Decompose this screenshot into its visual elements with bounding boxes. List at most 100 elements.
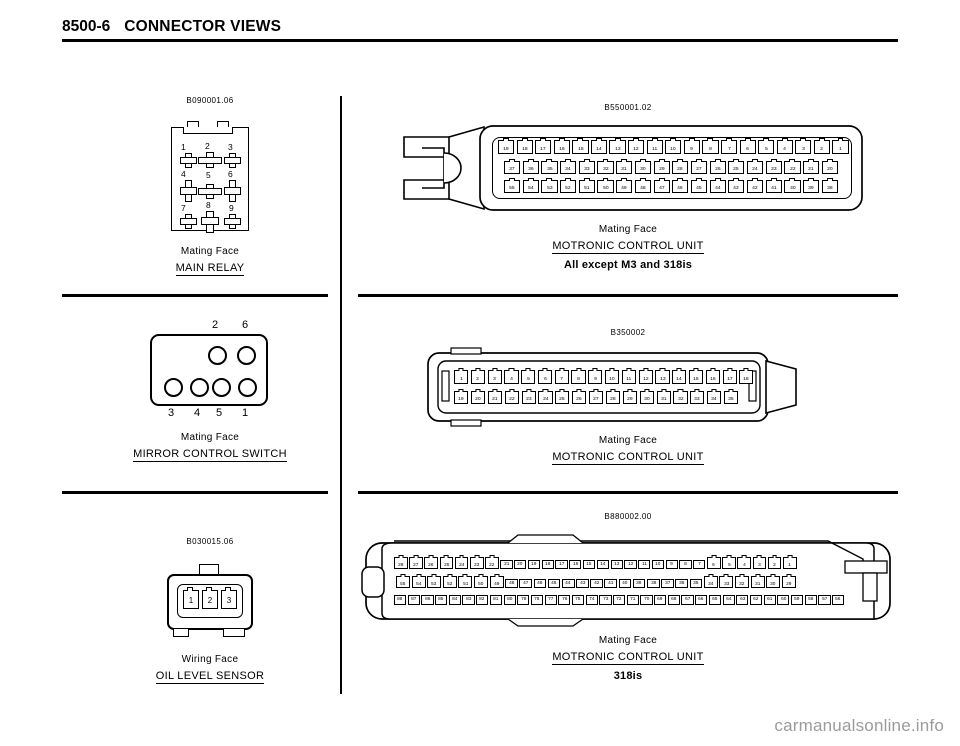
cavity-19: 19	[498, 140, 515, 154]
mirror-pin-4	[190, 378, 209, 397]
cavity-27: 27	[589, 391, 604, 404]
cavity-40: 40	[784, 180, 801, 193]
cavity-6: 6	[739, 140, 756, 154]
cavity-18: 18	[516, 140, 533, 154]
mirror-pin-6	[237, 346, 256, 365]
cavity-66: 66	[695, 595, 708, 605]
cavity-53: 53	[541, 180, 558, 193]
watermark: carmanualsonline.info	[774, 716, 944, 735]
cavity-62: 62	[749, 595, 763, 605]
cavity-39: 39	[803, 180, 820, 193]
cavity-28: 28	[394, 557, 408, 569]
mirror-switch-name: MIRROR CONTROL SWITCH	[133, 448, 287, 462]
connector-main-relay: B090001.06 1 2 3 4 5 6	[120, 96, 300, 276]
cavity-47: 47	[653, 180, 670, 193]
pin-3	[224, 153, 241, 168]
cavity-13: 13	[609, 140, 626, 154]
cavity-41: 41	[765, 180, 782, 193]
cavity-1: 1	[782, 557, 797, 569]
cavity-20: 20	[470, 391, 486, 404]
cavity-82: 82	[476, 595, 489, 605]
pin-5	[198, 184, 222, 199]
cavity-12: 12	[638, 370, 653, 384]
cavity-13: 13	[610, 559, 623, 569]
cavity-67: 67	[681, 595, 694, 605]
cavity-8: 8	[679, 559, 692, 569]
connector-oil-level-sensor: B030015.06 1 2 3 Wiring Face OIL LEVEL S…	[120, 537, 300, 684]
mirror-pin-label-1: 1	[242, 407, 249, 419]
cavity-23: 23	[521, 391, 536, 404]
main-relay-code: B090001.06	[186, 96, 234, 105]
pin-label-3: 3	[228, 142, 233, 152]
cavity-16: 16	[553, 140, 570, 154]
pin-2	[198, 152, 222, 168]
mirror-pin-5	[212, 378, 231, 397]
pin-label-2: 2	[205, 141, 210, 151]
cavity-21: 21	[487, 391, 502, 404]
cavity-56: 56	[832, 595, 845, 605]
cavity-84: 84	[448, 595, 461, 605]
cavity-44: 44	[561, 578, 575, 588]
mirror-switch-face: Mating Face	[180, 432, 240, 443]
mirror-switch-diagram: 2 6 3 4 5 1	[150, 320, 270, 424]
motronic-second-code: B350002	[610, 328, 646, 337]
cavity-9: 9	[683, 140, 700, 154]
cavity-63: 63	[736, 595, 749, 605]
cavity-25: 25	[555, 391, 570, 404]
cavity-28: 28	[605, 391, 621, 404]
cavity-83: 83	[462, 595, 475, 605]
cavity-14: 14	[590, 140, 608, 154]
mirror-pin-2	[208, 346, 227, 365]
cavity-37: 37	[661, 578, 674, 588]
cavity-2: 2	[470, 370, 485, 384]
cavity-26: 26	[572, 391, 587, 404]
oil-sensor-face: Wiring Face	[181, 654, 239, 665]
cavity-23: 23	[765, 161, 782, 174]
pin-4	[180, 180, 197, 202]
cavity-15: 15	[688, 370, 704, 384]
cavity-34: 34	[707, 391, 722, 404]
cavity-16: 16	[569, 559, 582, 569]
cavity-88: 88	[394, 595, 407, 605]
oil-pin-1: 1	[183, 587, 199, 609]
cavity-51: 51	[458, 576, 473, 588]
cavity-80: 80	[503, 595, 516, 605]
motronic-318is-variant: 318is	[613, 670, 643, 682]
cavity-3: 3	[752, 557, 767, 569]
pin-1	[180, 153, 197, 168]
motronic-main-face: Mating Face	[598, 224, 658, 235]
pin-label-8: 8	[206, 200, 211, 210]
cavity-1: 1	[832, 140, 849, 154]
cavity-7: 7	[720, 140, 738, 154]
cavity-24: 24	[538, 391, 553, 404]
cavity-43: 43	[728, 180, 745, 193]
cavity-5: 5	[521, 370, 536, 384]
motronic-second-name: MOTRONIC CONTROL UNIT	[552, 451, 704, 465]
cavity-86: 86	[421, 595, 434, 605]
cavity-21: 21	[500, 559, 513, 569]
cavity-4: 4	[737, 557, 751, 569]
cavity-36: 36	[522, 161, 539, 174]
cavity-12: 12	[624, 559, 637, 569]
pin-8	[201, 211, 219, 233]
cavity-22: 22	[504, 391, 519, 404]
cavity-10: 10	[651, 559, 665, 569]
cavity-55: 55	[396, 576, 410, 588]
cavity-11: 11	[646, 140, 663, 154]
cavity-11: 11	[638, 559, 651, 569]
cavity-71: 71	[626, 595, 639, 605]
cavity-30: 30	[634, 161, 651, 174]
cavity-33: 33	[690, 391, 705, 404]
cavity-30: 30	[639, 391, 654, 404]
cavity-3: 3	[795, 140, 812, 154]
pin-6	[224, 180, 241, 202]
cavity-33: 33	[578, 161, 595, 174]
cavity-18: 18	[541, 559, 554, 569]
cavity-24: 24	[454, 557, 469, 569]
